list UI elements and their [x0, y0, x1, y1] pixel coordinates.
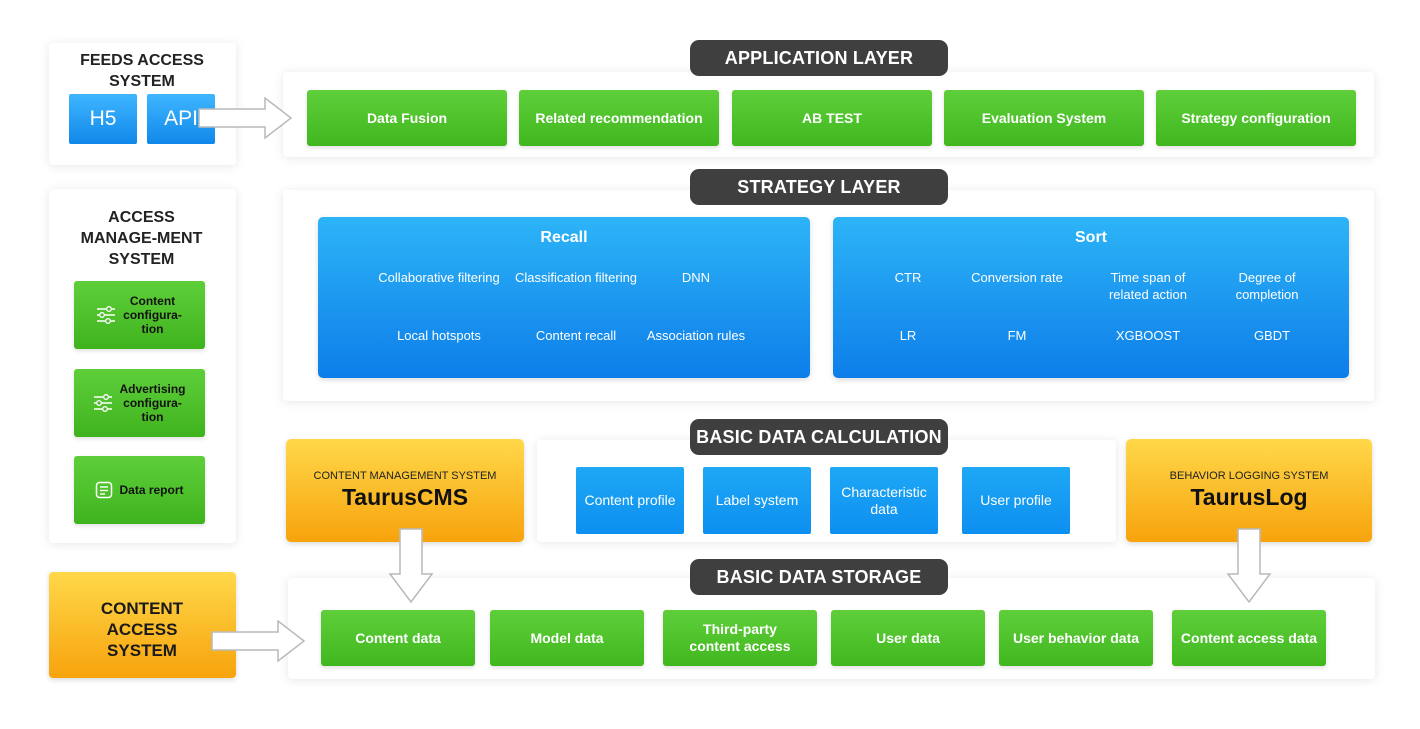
content-access-title: CONTENT ACCESS SYSTEM [100, 599, 184, 660]
recall-item: Content recall [535, 328, 617, 343]
arrow-down-icon [1226, 528, 1272, 604]
sort-item: Degree of completion [1235, 270, 1299, 302]
basic-data-storage-title: BASIC DATA STORAGE [690, 559, 948, 595]
basic-data-calculation-panel: Content profile Label system Characteris… [537, 440, 1116, 542]
recall-panel: Recall Collaborative filtering Classific… [318, 217, 810, 378]
storage-item[interactable]: Model data [490, 610, 644, 666]
application-layer-panel: Data Fusion Related recommendation AB TE… [283, 72, 1374, 157]
tauruscms-panel: CONTENT MANAGEMENT SYSTEM TaurusCMS [286, 439, 524, 542]
recall-item: Classification filtering [514, 270, 638, 285]
app-item[interactable]: Strategy configuration [1156, 90, 1356, 146]
calc-item[interactable]: Characteristic data [830, 467, 938, 534]
tauruscms-title: TaurusCMS [341, 484, 469, 510]
feeds-access-title: FEEDS ACCESS SYSTEM [80, 52, 204, 90]
sliders-icon [93, 394, 112, 412]
strategy-layer-title: STRATEGY LAYER [690, 169, 948, 205]
recall-item: Association rules [646, 328, 746, 343]
access-management-panel: ACCESS MANAGE-MENT SYSTEM Content config… [49, 189, 236, 543]
arrow-down-icon [388, 528, 434, 604]
sort-item: Time span of related action [1108, 270, 1188, 302]
access-management-title: ACCESS MANAGE-MENT SYSTEM [80, 209, 203, 268]
app-item[interactable]: Related recommendation [519, 90, 719, 146]
sort-item: XGBOOST [1115, 328, 1181, 343]
application-layer-title: APPLICATION LAYER [690, 40, 948, 76]
sort-item: GBDT [1253, 328, 1291, 343]
data-report-item[interactable]: Data report [74, 456, 205, 524]
recall-item: DNN [681, 270, 711, 285]
sort-title: Sort [1075, 229, 1107, 246]
basic-data-calculation-title: BASIC DATA CALCULATION [690, 419, 948, 455]
sort-panel: Sort CTR Conversion rate Time span of re… [833, 217, 1349, 378]
storage-item[interactable]: Content data [321, 610, 475, 666]
storage-item[interactable]: Content access data [1172, 610, 1326, 666]
tauruscms-subtitle: CONTENT MANAGEMENT SYSTEM [313, 470, 497, 482]
tauruslog-title: TaurusLog [1190, 484, 1308, 510]
advertising-configuration-label: Advertising configura-tion [119, 382, 186, 424]
app-item[interactable]: Data Fusion [307, 90, 507, 146]
content-configuration-item[interactable]: Content configura-tion [74, 281, 205, 349]
strategy-layer-panel: Recall Collaborative filtering Classific… [283, 190, 1374, 401]
tauruslog-subtitle: BEHAVIOR LOGGING SYSTEM [1169, 470, 1329, 482]
h5-button[interactable]: H5 [69, 94, 137, 144]
sort-item: FM [1007, 328, 1027, 343]
app-item[interactable]: AB TEST [732, 90, 932, 146]
advertising-configuration-item[interactable]: Advertising configura-tion [74, 369, 205, 437]
arrow-right-icon [211, 620, 306, 662]
sort-item: LR [899, 328, 917, 343]
sort-item: CTR [894, 270, 922, 285]
recall-item: Local hotspots [397, 328, 481, 343]
calc-item[interactable]: User profile [962, 467, 1070, 534]
content-configuration-label: Content configura-tion [123, 294, 182, 336]
sort-item: Conversion rate [971, 270, 1063, 285]
recall-item: Collaborative filtering [378, 270, 500, 285]
recall-title: Recall [540, 229, 588, 246]
storage-item[interactable]: Third-party content access [663, 610, 817, 666]
storage-item[interactable]: User behavior data [999, 610, 1153, 666]
data-report-label: Data report [119, 483, 184, 497]
report-icon [96, 481, 113, 499]
content-access-panel: CONTENT ACCESS SYSTEM [49, 572, 236, 678]
storage-item[interactable]: User data [831, 610, 985, 666]
arrow-right-icon [198, 97, 293, 139]
app-item[interactable]: Evaluation System [944, 90, 1144, 146]
tauruslog-panel: BEHAVIOR LOGGING SYSTEM TaurusLog [1126, 439, 1372, 542]
calc-item[interactable]: Label system [703, 467, 811, 534]
calc-item[interactable]: Content profile [576, 467, 684, 534]
sliders-icon [96, 306, 115, 324]
